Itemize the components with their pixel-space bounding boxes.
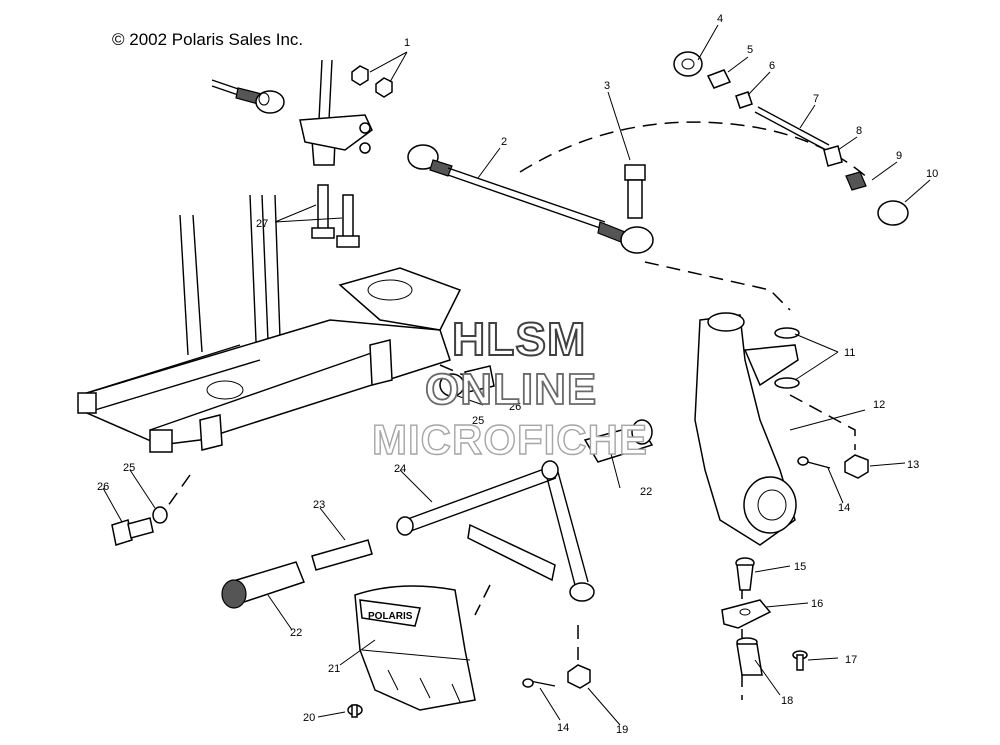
frame-assembly [77, 194, 462, 453]
callout-10: 10 [926, 168, 938, 180]
callout-3: 3 [604, 80, 610, 92]
callout-6: 6 [769, 60, 775, 72]
bolt-17 [792, 650, 808, 671]
dashed-assembly-arc [519, 121, 871, 181]
callout-24: 24 [394, 463, 406, 475]
callout-11: 11 [844, 347, 855, 359]
screw-20 [347, 704, 363, 718]
nut-pair-1 [351, 65, 393, 98]
dashed-assembly-line-skid [474, 584, 491, 616]
bolt-26-frame [439, 365, 495, 397]
bolt-26-left [111, 506, 168, 546]
leader-lines [102, 24, 931, 726]
callout-25-left: 25 [123, 462, 135, 474]
callout-26-left: 26 [97, 481, 109, 493]
callout-15: 15 [794, 561, 806, 573]
callout-16: 16 [811, 598, 823, 610]
sleeve-23 [311, 539, 373, 571]
bolt-3 [624, 164, 646, 219]
watermark-line-1: HLSM [451, 312, 587, 366]
callout-14-right: 14 [838, 502, 850, 514]
ball-joint-plate-16 [721, 599, 772, 629]
a-arm-24 [396, 460, 595, 602]
tie-rod-exploded-parts [673, 51, 909, 226]
washer-pair-11 [774, 327, 800, 389]
dashed-assembly-line-right [644, 261, 791, 311]
cotter-pin-14-right [797, 456, 831, 469]
callout-19: 19 [616, 724, 628, 736]
callout-13: 13 [907, 459, 919, 471]
ball-joint-boot-18 [736, 637, 763, 676]
callout-25-frame: 25 [472, 415, 484, 427]
ball-joint-15 [735, 557, 755, 591]
callout-8: 8 [856, 125, 862, 137]
bushing-22-left [221, 561, 305, 609]
callout-5: 5 [747, 44, 753, 56]
callout-9: 9 [896, 150, 902, 162]
tie-rod-end-left [211, 79, 285, 114]
callout-18: 18 [781, 695, 793, 707]
callout-14-bottom: 14 [557, 722, 569, 734]
steering-post [299, 59, 373, 166]
callout-27: 27 [256, 218, 268, 230]
callout-17: 17 [845, 654, 857, 666]
callout-7: 7 [813, 93, 819, 105]
callout-22-right: 22 [640, 486, 652, 498]
watermark-line-3: MICROFICHE [371, 415, 648, 463]
skid-plate-21: POLARIS [354, 585, 476, 711]
callout-23: 23 [313, 499, 325, 511]
callout-4: 4 [717, 13, 723, 25]
callout-26-frame: 26 [509, 401, 521, 413]
polaris-plate-text: POLARIS [368, 611, 413, 622]
callout-21: 21 [328, 663, 340, 675]
callout-2: 2 [501, 136, 507, 148]
watermark-line-2: ONLINE [424, 364, 598, 415]
tie-rod-assembly-2 [407, 144, 654, 254]
bolt-pair-27 [311, 184, 360, 248]
spindle-knuckle-12 [694, 312, 799, 546]
nut-13 [844, 454, 869, 479]
callout-labels: 1 2 3 4 5 6 7 8 9 10 11 12 13 14 15 16 1… [97, 13, 938, 736]
callout-12: 12 [873, 399, 885, 411]
dashed-assembly-line-knuckle [789, 394, 856, 450]
nut-19 [567, 664, 591, 689]
callout-20: 20 [303, 712, 315, 724]
callout-22-left: 22 [290, 627, 302, 639]
copyright-text: © 2002 Polaris Sales Inc. [112, 30, 304, 49]
cotter-pin-14-bottom [522, 678, 556, 688]
dashed-assembly-line-washer [164, 474, 191, 511]
bushing-22-right [583, 419, 654, 463]
callout-1: 1 [404, 37, 410, 49]
